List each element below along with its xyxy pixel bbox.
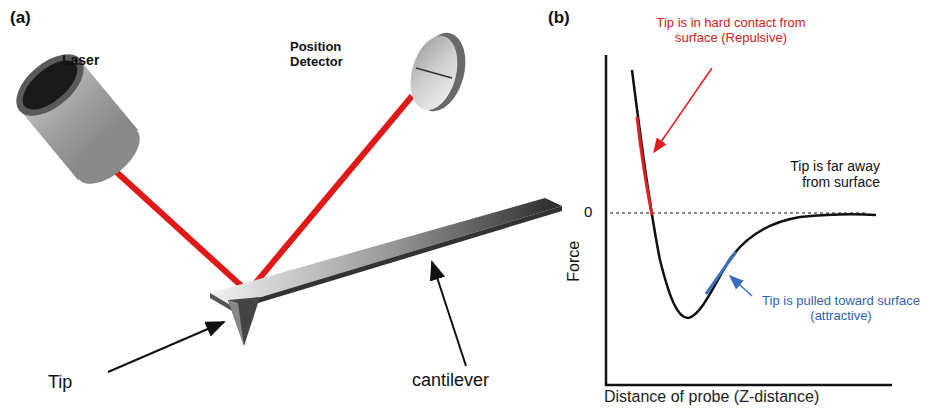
attractive-pointer [730,276,752,296]
attractive-segment [706,252,736,294]
repulsive-pointer [654,68,712,152]
part-name: Laser [62,52,132,68]
position-detector-disc [403,27,474,117]
repulsive-segment [637,117,652,215]
annotation: Tip is in hard contact from surface (Rep… [656,16,806,46]
part-name: Tip [48,372,108,393]
x-axis [605,384,892,387]
cantilever-beam [210,198,562,346]
part-name: cantilever [412,370,522,391]
part-name: Position Detector [290,40,366,70]
annotation: Tip is pulled toward surface (attractive… [758,294,924,324]
panel-letter: (b) [548,8,588,28]
annotation: Tip is far away from surface [764,158,880,190]
y-axis [605,55,608,386]
cantilever-pointer [432,262,466,366]
axis-label: Distance of probe (Z-distance) [604,388,904,406]
zero-line [610,213,868,214]
tip-pointer [108,322,224,372]
panel-letter: (a) [10,8,50,28]
tick-label: 0 [584,203,600,220]
force-curve [632,70,876,318]
axis-label: Force [565,231,583,291]
laser-body [5,42,150,194]
